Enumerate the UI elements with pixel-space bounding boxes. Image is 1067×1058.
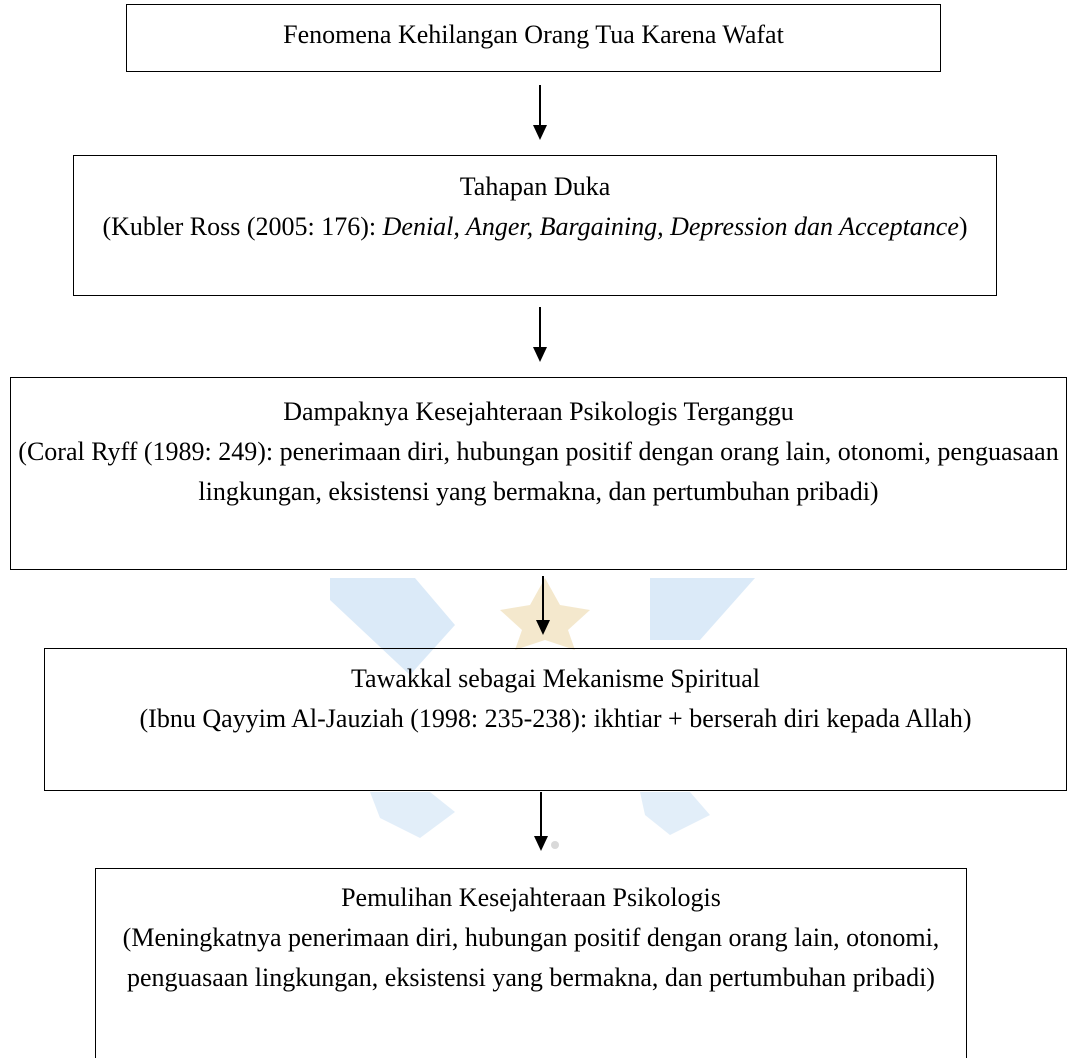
flowchart-box-phenomenon: Fenomena Kehilangan Orang Tua Karena Waf… <box>126 4 941 72</box>
box-title: Dampaknya Kesejahteraan Psikologis Terga… <box>283 397 794 426</box>
reference-stages: Denial, Anger, Bargaining, Depression da… <box>382 212 959 241</box>
box-title: Pemulihan Kesejahteraan Psikologis <box>341 883 721 912</box>
watermark-diamond-right <box>650 578 755 640</box>
box-body: (Ibnu Qayyim Al-Jauziah (1998: 235-238):… <box>139 704 972 733</box>
arrow-down-icon <box>533 85 547 140</box>
box-body: (Coral Ryff (1989: 249): penerimaan diri… <box>18 437 1059 506</box>
arrow-down-icon <box>533 307 547 362</box>
flowchart-box-grief-stages: Tahapan Duka (Kubler Ross (2005: 176): D… <box>73 155 997 296</box>
flowchart-box-wellbeing-disturbed: Dampaknya Kesejahteraan Psikologis Terga… <box>10 377 1067 570</box>
reference-suffix: ) <box>958 212 968 241</box>
reference-prefix: (Kubler Ross (2005: 176): <box>102 212 383 241</box>
box-body: (Meningkatnya penerimaan diri, hubungan … <box>122 923 940 992</box>
box-title: Tahapan Duka <box>459 172 611 201</box>
arrow-down-icon <box>536 576 550 635</box>
box-reference: (Kubler Ross (2005: 176): Denial, Anger,… <box>74 207 996 247</box>
box-title: Fenomena Kehilangan Orang Tua Karena Waf… <box>283 20 784 49</box>
flowchart-box-tawakkal: Tawakkal sebagai Mekanisme Spiritual (Ib… <box>44 648 1067 791</box>
flowchart-box-recovery: Pemulihan Kesejahteraan Psikologis (Meni… <box>95 868 967 1058</box>
box-title: Tawakkal sebagai Mekanisme Spiritual <box>350 664 760 693</box>
arrow-down-icon <box>534 792 548 851</box>
